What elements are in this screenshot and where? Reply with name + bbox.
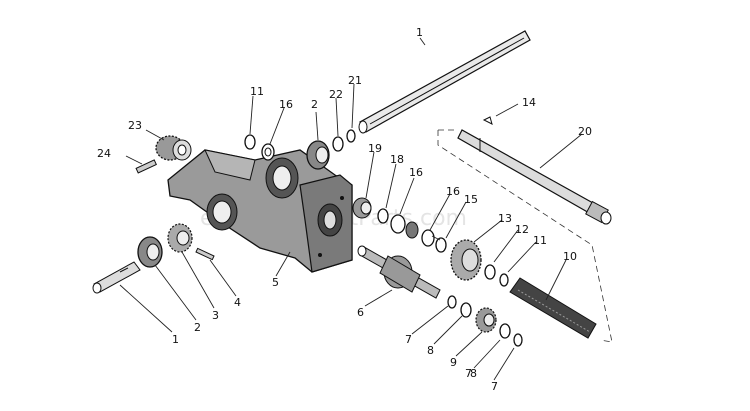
part-gear-shaft-10 bbox=[509, 277, 597, 339]
callout-16-top: 16 bbox=[279, 98, 293, 111]
callout-11-mid: 11 bbox=[533, 234, 547, 247]
callout-20: 20 bbox=[578, 125, 592, 138]
callout-7-extra: 7 bbox=[465, 367, 472, 380]
part-gear-23 bbox=[155, 135, 192, 161]
part-washer-7-left bbox=[447, 295, 457, 309]
callout-1-top: 1 bbox=[416, 26, 423, 39]
callout-9: 9 bbox=[450, 356, 457, 369]
callout-16-mid: 16 bbox=[409, 166, 423, 179]
callout-13: 13 bbox=[498, 212, 512, 225]
part-washer-11-mid bbox=[499, 273, 509, 287]
part-washer-18 bbox=[377, 208, 389, 224]
callout-21: 21 bbox=[348, 74, 362, 87]
part-washer-21 bbox=[346, 129, 356, 143]
part-washer-7-right bbox=[513, 333, 523, 347]
part-housing bbox=[167, 149, 353, 273]
part-washer-16-mid bbox=[390, 214, 406, 234]
callout-10: 10 bbox=[563, 250, 577, 263]
part-bearing-17 bbox=[405, 221, 419, 239]
part-key-14 bbox=[482, 116, 493, 125]
callout-11-top: 11 bbox=[250, 85, 264, 98]
callout-19: 19 bbox=[368, 142, 382, 155]
callout-22: 22 bbox=[329, 88, 343, 101]
part-bearing-2-bottom bbox=[137, 236, 163, 268]
callout-2-top: 2 bbox=[311, 98, 318, 111]
callout-4: 4 bbox=[234, 296, 241, 309]
part-bushing-19 bbox=[352, 197, 372, 219]
callout-23: 23 bbox=[128, 119, 142, 132]
part-washer-8-right bbox=[499, 323, 511, 339]
callout-5: 5 bbox=[272, 276, 279, 289]
part-washer-22 bbox=[332, 136, 344, 152]
part-washer-16-top bbox=[261, 143, 275, 161]
part-gear-3 bbox=[167, 223, 193, 253]
callout-8-left: 8 bbox=[427, 344, 434, 357]
part-bearing-2-top bbox=[306, 140, 330, 170]
callout-7-left: 7 bbox=[405, 333, 412, 346]
part-shaft-top bbox=[358, 30, 531, 134]
callout-6: 6 bbox=[357, 306, 364, 319]
callout-8-right: 8 bbox=[470, 367, 477, 380]
callout-12: 12 bbox=[515, 223, 529, 236]
callout-labels: 1 1 2 2 3 4 5 6 7 7 7 8 8 9 10 11 11 12 … bbox=[97, 26, 592, 393]
callout-14: 14 bbox=[522, 96, 536, 109]
part-gear-9 bbox=[475, 307, 497, 333]
part-washer-11-top bbox=[244, 134, 256, 150]
assembly-guide-lines bbox=[437, 129, 613, 343]
part-pin-4 bbox=[195, 247, 215, 261]
part-spindle-6 bbox=[357, 245, 441, 299]
part-washer-8-left bbox=[460, 302, 472, 318]
callout-18: 18 bbox=[390, 153, 404, 166]
leader-lines bbox=[119, 37, 583, 381]
callout-1-bottom: 1 bbox=[172, 333, 179, 346]
part-washer-15 bbox=[435, 237, 447, 253]
part-gear-13 bbox=[450, 239, 482, 281]
callout-24: 24 bbox=[97, 147, 111, 160]
callout-3: 3 bbox=[212, 309, 219, 322]
part-pin-24 bbox=[135, 159, 157, 174]
part-washer-12 bbox=[484, 264, 496, 280]
callout-2-bottom: 2 bbox=[194, 321, 201, 334]
part-shaft-right bbox=[457, 129, 612, 225]
callout-7-right: 7 bbox=[491, 380, 498, 393]
part-shaft-bottom bbox=[92, 261, 141, 294]
part-washer-16-lower bbox=[421, 229, 435, 247]
callout-16-lower: 16 bbox=[446, 185, 460, 198]
callout-15: 15 bbox=[464, 193, 478, 206]
